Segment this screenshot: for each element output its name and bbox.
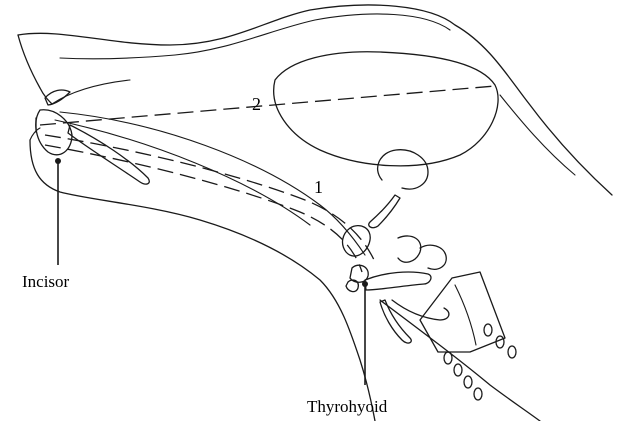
pathway-2 — [36, 86, 495, 132]
pathway-1-label: 1 — [314, 177, 323, 197]
pathway-2-label: 2 — [252, 94, 261, 114]
thyrohyoid-label: Thyrohyoid — [307, 397, 388, 416]
larynx-structures — [343, 150, 516, 400]
head-outline — [18, 5, 612, 421]
cranial-cavity — [274, 52, 498, 166]
incisor-label: Incisor — [22, 272, 70, 291]
incisor-leader — [55, 158, 61, 265]
pathway-1 — [45, 135, 375, 272]
